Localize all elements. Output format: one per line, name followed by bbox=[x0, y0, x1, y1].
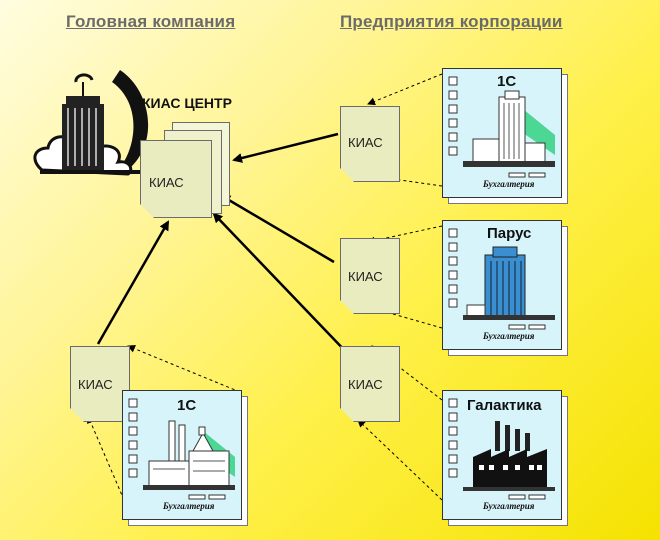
kias-doc-head-1c[interactable]: КИАС bbox=[70, 346, 130, 422]
kias-doc-label: КИАС bbox=[348, 269, 383, 284]
kias-doc-1c[interactable]: КИАС bbox=[340, 106, 400, 182]
card-label: Бухгалтерия bbox=[483, 331, 535, 341]
factory-icon bbox=[448, 398, 555, 500]
kias-doc-label: КИАС bbox=[78, 377, 113, 392]
factory-icon bbox=[128, 398, 235, 500]
kias-doc-galaktika[interactable]: КИАС bbox=[340, 346, 400, 422]
card-title: Парус bbox=[487, 225, 532, 242]
enterprises-heading: Предприятия корпорации bbox=[340, 12, 563, 31]
card-title: 1С bbox=[497, 73, 517, 90]
card-1c[interactable]: 1С Бухгалтерия bbox=[442, 68, 562, 198]
office-building-icon bbox=[448, 76, 555, 178]
card-label: Бухгалтерия bbox=[483, 179, 535, 189]
card-title: 1С bbox=[177, 397, 197, 414]
card-galaktika[interactable]: Галактика Бухгалтерия bbox=[442, 390, 562, 520]
kias-doc-parus[interactable]: КИАС bbox=[340, 238, 400, 314]
card-label: Бухгалтерия bbox=[483, 501, 535, 511]
kias-center-doc[interactable]: КИАС bbox=[140, 140, 212, 218]
card-1c-head[interactable]: 1С Бухгалтерия bbox=[122, 390, 242, 520]
kias-center-doc-label: КИАС bbox=[149, 175, 184, 190]
kias-doc-label: КИАС bbox=[348, 135, 383, 150]
solid-arrows bbox=[96, 132, 351, 357]
card-title: Галактика bbox=[467, 397, 542, 414]
head-company-heading: Головная компания bbox=[66, 12, 236, 31]
kias-doc-label: КИАС bbox=[348, 377, 383, 392]
card-parus[interactable]: Парус Бухгалтерия bbox=[442, 220, 562, 350]
office-building-icon bbox=[448, 228, 555, 330]
card-label: Бухгалтерия bbox=[163, 501, 215, 511]
head-office-building-icon bbox=[33, 70, 149, 176]
kias-center-label: КИАС ЦЕНТР bbox=[142, 95, 232, 111]
